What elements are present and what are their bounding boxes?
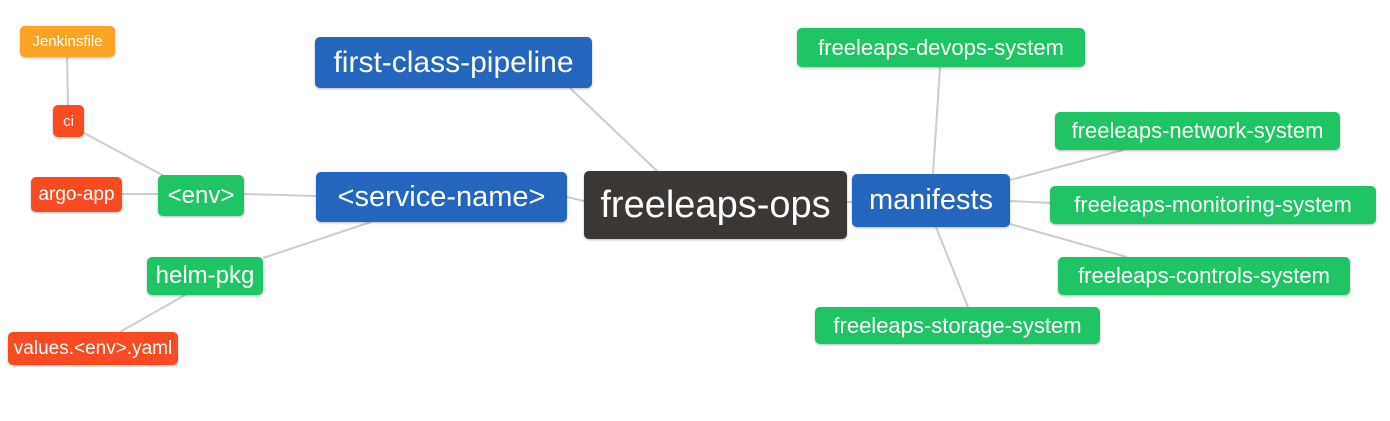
edge-manifests-to-storage-system [935, 226, 969, 308]
node-label: freeleaps-devops-system [818, 34, 1064, 60]
node-jenkinsfile[interactable]: Jenkinsfile [20, 26, 115, 57]
node-label: <env> [167, 181, 235, 209]
node-label: ci [63, 112, 74, 130]
edge-manifests-to-devops-system [932, 66, 941, 175]
node-label: values.<env>.yaml [13, 338, 173, 359]
node-label: first-class-pipeline [333, 45, 574, 79]
node-label: argo-app [38, 184, 115, 205]
edge-manifests-to-monitoring-system [1009, 200, 1051, 204]
node-label: <service-name> [337, 180, 546, 213]
node-env[interactable]: <env> [158, 175, 244, 216]
edge-ci-to-env [83, 132, 167, 178]
edge-values-env-yaml-to-helm-pkg [119, 294, 186, 333]
edge-manifests-to-controls-system [1009, 223, 1128, 258]
node-label: manifests [868, 184, 994, 216]
node-monitoring-system[interactable]: freeleaps-monitoring-system [1050, 186, 1376, 224]
node-storage-system[interactable]: freeleaps-storage-system [815, 307, 1100, 344]
node-freeleaps-ops[interactable]: freeleaps-ops [584, 171, 847, 239]
edge-first-class-pipeline-to-freeleaps-ops [569, 87, 658, 172]
edge-service-name-to-freeleaps-ops [566, 196, 585, 202]
node-argo-app[interactable]: argo-app [31, 177, 122, 212]
edge-env-to-service-name [243, 193, 317, 197]
edge-helm-pkg-to-service-name [262, 221, 372, 259]
node-label: freeleaps-storage-system [833, 312, 1082, 338]
node-values-env-yaml[interactable]: values.<env>.yaml [8, 332, 178, 365]
node-label: helm-pkg [155, 262, 255, 289]
node-service-name[interactable]: <service-name> [316, 172, 567, 222]
node-ci[interactable]: ci [53, 105, 84, 137]
node-label: freeleaps-network-system [1071, 118, 1324, 143]
node-label: freeleaps-controls-system [1078, 263, 1330, 288]
node-manifests[interactable]: manifests [852, 174, 1010, 227]
node-label: Jenkinsfile [32, 33, 103, 50]
node-label: freeleaps-ops [600, 184, 831, 226]
node-first-class-pipeline[interactable]: first-class-pipeline [315, 37, 592, 88]
node-network-system[interactable]: freeleaps-network-system [1055, 112, 1340, 150]
node-helm-pkg[interactable]: helm-pkg [147, 257, 263, 295]
node-label: freeleaps-monitoring-system [1074, 192, 1352, 217]
node-controls-system[interactable]: freeleaps-controls-system [1058, 257, 1350, 295]
edge-jenkinsfile-to-ci [66, 56, 69, 106]
node-devops-system[interactable]: freeleaps-devops-system [797, 28, 1085, 67]
edge-manifests-to-network-system [1009, 149, 1124, 181]
